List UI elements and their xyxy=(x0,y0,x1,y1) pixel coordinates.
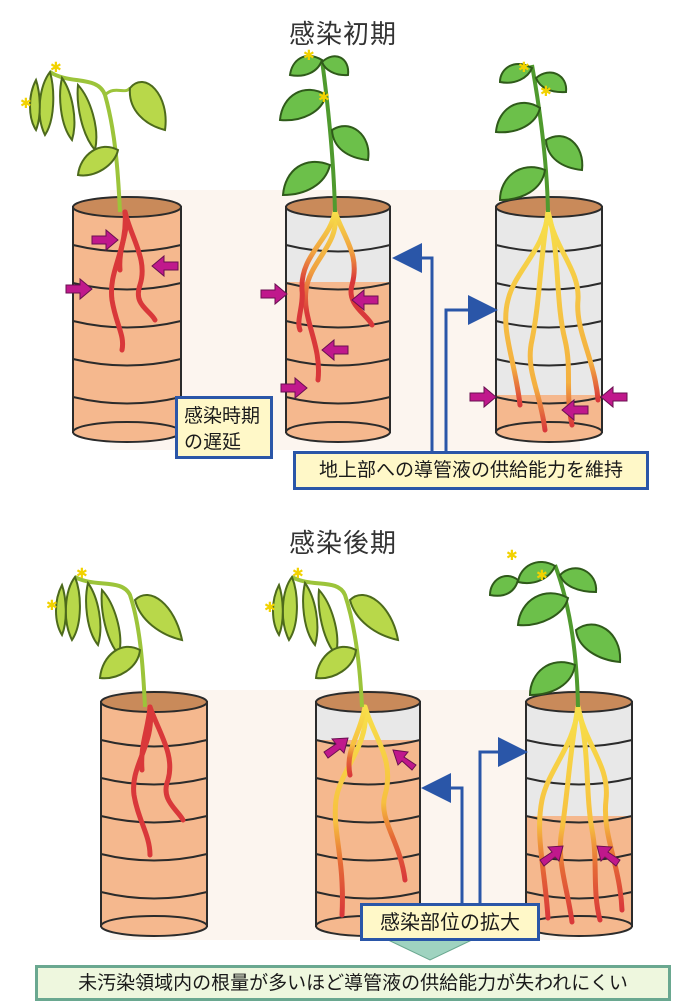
late-pot-2 xyxy=(316,692,420,936)
svg-text:✱: ✱ xyxy=(46,598,58,614)
svg-text:✱: ✱ xyxy=(303,48,315,64)
svg-text:✱: ✱ xyxy=(292,566,304,582)
svg-text:✱: ✱ xyxy=(20,96,32,112)
early-pot-3 xyxy=(496,197,602,442)
late-pot-2-plant: ✱ ✱ xyxy=(264,566,398,707)
late-pot-1 xyxy=(101,692,207,936)
svg-text:✱: ✱ xyxy=(50,60,62,76)
svg-text:✱: ✱ xyxy=(264,600,276,616)
svg-text:✱: ✱ xyxy=(540,84,552,100)
delay-box: 感染時期 の遅延 xyxy=(175,396,273,459)
delay-box-line-2: の遅延 xyxy=(184,429,264,455)
svg-text:✱: ✱ xyxy=(76,566,88,582)
svg-text:✱: ✱ xyxy=(506,548,518,564)
conclusion-box: 未汚染領域内の根量が多いほど導管液の供給能力が失われにくい xyxy=(35,965,671,1001)
early-pot-1-plant: ✱ ✱ xyxy=(20,60,166,212)
spread-box: 感染部位の拡大 xyxy=(360,903,540,941)
svg-text:✱: ✱ xyxy=(518,60,530,76)
early-pot-3-plant: ✱ ✱ xyxy=(496,60,582,212)
late-pot-3-plant: ✱ ✱ xyxy=(490,548,620,707)
late-pot-1-plant: ✱ ✱ xyxy=(46,566,182,707)
delay-box-line-1: 感染時期 xyxy=(184,403,264,429)
svg-text:✱: ✱ xyxy=(318,90,330,106)
maintain-box: 地上部への導管液の供給能力を維持 xyxy=(293,451,649,490)
conclusion-down-arrow xyxy=(384,938,476,960)
svg-text:✱: ✱ xyxy=(536,568,548,584)
early-pot-2-plant: ✱ ✱ xyxy=(280,48,368,212)
